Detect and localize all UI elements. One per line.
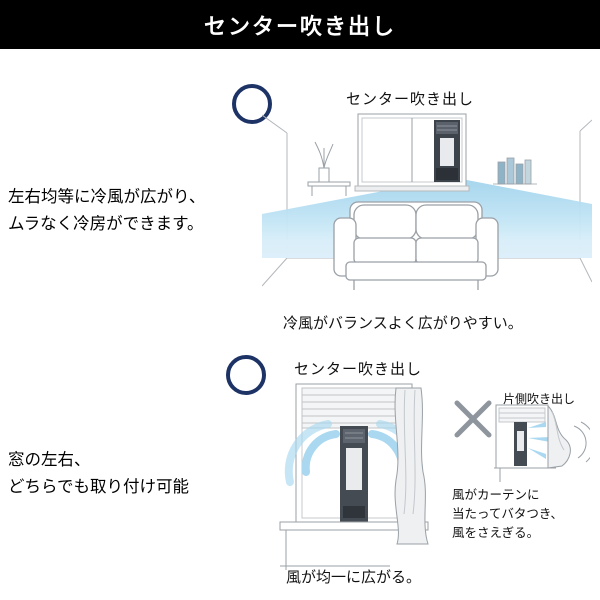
page-title: センター吹き出し [203, 14, 396, 40]
good-mark-icon [232, 84, 272, 124]
description-line: どちらでも取り付け可能 [8, 477, 190, 497]
fluttering-curtain [547, 404, 571, 469]
sofa [333, 201, 499, 290]
curtain [394, 387, 429, 545]
bad-caption-line: 風がカーテンに [452, 487, 540, 502]
sill-line [494, 467, 556, 482]
caption-text: 風が均一に広がる。 [286, 568, 422, 586]
page-header: センター吹き出し [0, 0, 600, 49]
bad-caption-line: 風をさえぎる。 [452, 524, 540, 540]
ac-unit-vertical [340, 426, 368, 522]
ac-unit-vertical [514, 422, 527, 466]
bad-example-illustration [494, 404, 590, 482]
x-bad-icon [454, 400, 492, 438]
plant-icon [307, 141, 351, 196]
air-streaks [528, 422, 550, 459]
window-sill [279, 521, 429, 570]
description-line: 窓の左右、 [8, 450, 91, 469]
room-illustration [262, 113, 592, 290]
bad-example-caption: 風がカーテンに 当たってバタつき、 風をさえぎる。 [452, 486, 563, 542]
description-line: ムラなく冷房ができます。 [8, 214, 204, 234]
feature-label: センター吹き出し [294, 360, 423, 378]
window-shade [301, 387, 407, 429]
ac-unit [434, 120, 460, 182]
description-text: 左右均等に冷風が広がり、 ムラなく冷房ができます。 [8, 183, 205, 237]
description-line: 左右均等に冷風が広がり、 [8, 187, 206, 206]
good-mark-icon [226, 355, 266, 395]
description-text: 窓の左右、 どちらでも取り付け可能 [8, 446, 189, 500]
bad-example-label: 片側吹き出し [503, 392, 576, 406]
window-illustration [279, 383, 429, 570]
bad-caption-line: 当たってバタつき、 [452, 505, 564, 521]
motion-arcs [573, 421, 590, 463]
caption-text: 冷風がバランスよく広がりやすい。 [283, 314, 523, 332]
books-icon [493, 157, 537, 185]
feature-label: センター吹き出し [346, 90, 475, 108]
